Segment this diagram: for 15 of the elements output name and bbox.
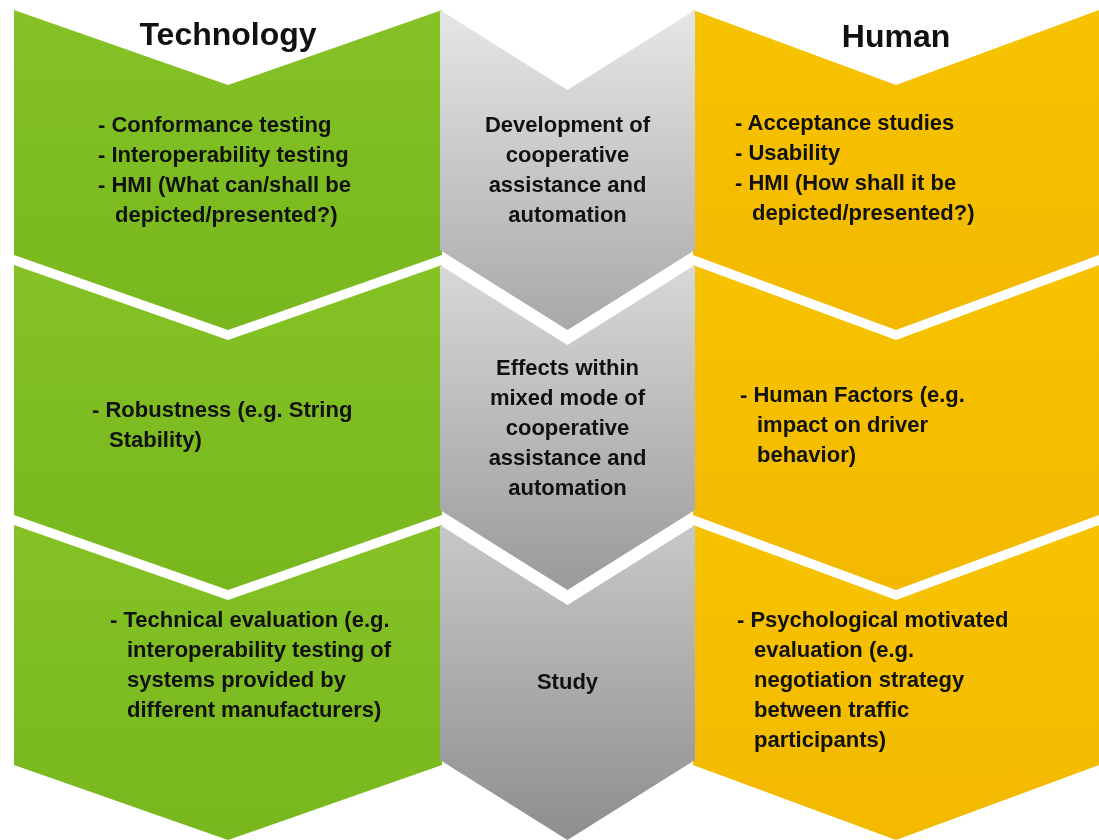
list-item: - Psychological motivated evaluation (e.g. negotiation strategy between traffic participants): [737, 606, 1010, 754]
column-heading: Technology: [138, 15, 318, 54]
stage-label: Effects within mixed mode of cooperative assistance and automation: [487, 354, 648, 502]
list-item: - Acceptance studies: [735, 109, 956, 137]
list-item: - Technical evaluation (e.g. interoperability testing of systems provided by different manufacturers): [110, 606, 393, 724]
column-heading: Human: [840, 17, 952, 56]
stage-label: Development of cooperative assistance and automation: [484, 111, 651, 229]
list-item: - Usability: [735, 139, 842, 167]
list-item: - Conformance testing: [98, 111, 333, 139]
list-item: - HMI (How shall it be depicted/presented?): [735, 169, 976, 227]
list-item: - HMI (What can/shall be depicted/presented?): [98, 171, 353, 229]
list-item: - Interoperability testing: [98, 141, 350, 169]
list-item: - Robustness (e.g. String Stability): [92, 396, 354, 454]
stage-label: Study: [535, 668, 600, 696]
list-item: - Human Factors (e.g. impact on driver behavior): [740, 381, 966, 469]
